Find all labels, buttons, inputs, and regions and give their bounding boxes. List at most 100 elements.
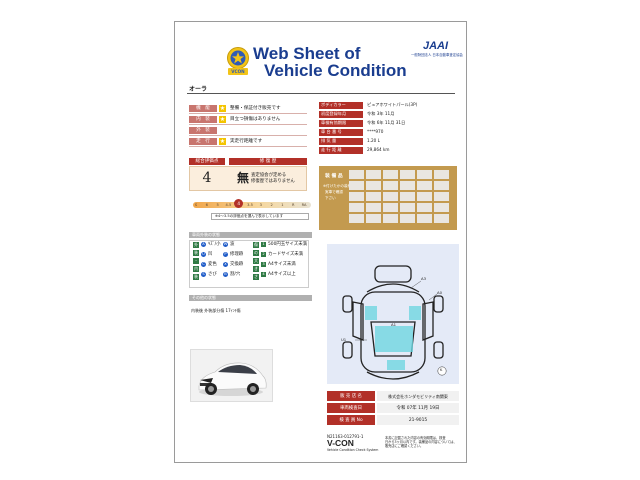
- footer-serial: N21163-012791-1: [327, 434, 364, 439]
- legend-group-char: 外: [193, 242, 199, 248]
- equipment-cell: [400, 203, 415, 212]
- legend-code-dot: P: [223, 252, 228, 257]
- overall-score-value: 4: [202, 170, 212, 186]
- rating-text-function: 整備・保証付き販売です: [230, 106, 281, 111]
- dealer-shop-label: 販 売 店 名: [340, 394, 362, 399]
- condition-legend-box: [189, 240, 309, 288]
- score-scale-point: 4.5: [225, 203, 232, 207]
- spec-value: 令和 3年 11月: [367, 111, 395, 116]
- other-section-title: その他の状態: [189, 295, 312, 301]
- equipment-cell: [349, 170, 364, 179]
- legend-code-text: 交換跡: [230, 262, 244, 267]
- equipment-cell: [383, 192, 398, 201]
- equipment-cell: [349, 203, 364, 212]
- spec-key: 排 気 量: [319, 138, 363, 145]
- equipment-label: 装 備 品: [325, 174, 343, 179]
- legend-size-text: 500円玉サイズ未満: [268, 242, 307, 247]
- equipment-note-2: 実車で確認: [325, 190, 343, 194]
- spec-value: ピュアホワイトパール(3P): [367, 102, 418, 107]
- legend-code-text: 凹: [208, 252, 213, 257]
- legend-size-code: 4: [261, 272, 266, 277]
- star-icon: ★: [219, 105, 226, 112]
- diagram-label-a3: A3: [421, 276, 427, 281]
- legend-group-char: 装: [193, 274, 199, 280]
- repair-history-label: 修 復 歴: [229, 158, 307, 165]
- title-line-2: Vehicle Condition: [264, 61, 407, 80]
- legend-code-dot: A: [201, 242, 206, 247]
- repair-note-2: 修復歴ではありません: [251, 179, 295, 184]
- spec-key: 車検有効期限: [319, 120, 363, 127]
- star-icon: ★: [219, 116, 226, 123]
- legend-size-code: 3: [261, 262, 266, 267]
- vcon-medal-icon: [227, 47, 249, 75]
- diagram-label-k: K: [440, 368, 443, 372]
- equipment-cell: [366, 181, 381, 190]
- spec-key: 車 台 番 号: [319, 129, 363, 136]
- equipment-cell: [417, 192, 432, 201]
- legend-size-char: 大: [253, 258, 259, 264]
- diagram-label-a1: A1: [391, 322, 397, 327]
- equipment-cell: [383, 203, 398, 212]
- equipment-cell: [434, 214, 449, 223]
- equipment-cell: [349, 214, 364, 223]
- legend-size-char: き: [253, 266, 259, 272]
- score-scale-point: 3.5: [247, 203, 253, 207]
- inspection-date-label: 車両検査日: [340, 406, 362, 411]
- score-scale-point: R: [291, 203, 295, 207]
- car-photo-icon: [191, 350, 272, 401]
- jaai-logo: JAAI: [423, 40, 449, 52]
- equipment-cell: [400, 192, 415, 201]
- equipment-cell: [400, 181, 415, 190]
- damage-diagram: A3 A0 A1 U1 K: [327, 244, 459, 384]
- footer-note-1: 本書に記載された内容の有効期限は、検査: [385, 436, 446, 440]
- spec-key: 走 行 距 離: [319, 147, 363, 154]
- equipment-cell: [383, 214, 398, 223]
- inspector-label: 検 査 員 No: [339, 418, 363, 423]
- specs-table: ボディカラー ピュアホワイトパール(3P) 初度登録年月 令和 3年 11月 車…: [319, 102, 457, 158]
- inspector-value: 21-9015: [408, 418, 428, 423]
- vehicle-name: オーラ: [189, 86, 208, 93]
- legend-size-code: 2: [261, 252, 266, 257]
- legend-code-dot: S: [201, 272, 206, 277]
- vehicle-photo: [190, 349, 273, 402]
- vcon-logo: VCON: [226, 46, 250, 78]
- spec-value: ****970: [367, 129, 384, 134]
- footer-note-2: 日から3ヶ月以内です。装備品の内容については、: [385, 440, 457, 444]
- equipment-cell: [366, 170, 381, 179]
- equipment-grid: [349, 170, 455, 226]
- score-scale-point: 3: [259, 203, 262, 207]
- legend-size-text: A4サイズ未満: [268, 262, 296, 267]
- rating-text-interior: 目立つ損傷はありません: [230, 117, 281, 122]
- repair-history-value: 無: [237, 171, 250, 185]
- equipment-cell: [349, 192, 364, 201]
- equipment-note-3: 下さい: [325, 196, 336, 200]
- legend-code-dot: C: [201, 262, 206, 267]
- equipment-cell: [417, 203, 432, 212]
- equipment-cell: [400, 214, 415, 223]
- legend-code-text: 変色: [208, 262, 217, 267]
- condition-section-title: 車両外装の状態: [189, 232, 312, 238]
- spec-value: 1.20 L: [367, 138, 380, 143]
- legend-size-char: さ: [253, 274, 259, 280]
- legend-code-text: 割/穴: [230, 272, 241, 277]
- legend-code-text: ｷｽﾞ/小: [208, 242, 221, 247]
- equipment-cell: [434, 192, 449, 201]
- score-scale-point: 1: [281, 203, 284, 207]
- jaai-subtitle: 一般財団法人 日本自動車査定協会: [411, 53, 463, 57]
- car-outline-diagram: [342, 265, 447, 380]
- equipment-cell: [434, 170, 449, 179]
- equipment-cell: [383, 181, 398, 190]
- scale-note-box: [211, 213, 309, 220]
- legend-group-char: ・: [193, 258, 199, 264]
- legend-code-dot: X: [223, 262, 228, 267]
- rating-label-function: 機 能: [189, 105, 217, 112]
- spec-key: ボディカラー: [319, 102, 363, 109]
- title-line-1: Web Sheet of: [253, 44, 361, 63]
- legend-code-text: 修理跡: [230, 252, 244, 257]
- legend-code-dot: W: [223, 242, 228, 247]
- equipment-cell: [417, 170, 432, 179]
- condition-sheet: VCON Web Sheet of Vehicle Condition JAAI…: [174, 21, 467, 463]
- footer-subtitle: Vehicle Condition Check System: [327, 448, 379, 452]
- spec-value: 令和 6年 11月 31日: [367, 120, 406, 125]
